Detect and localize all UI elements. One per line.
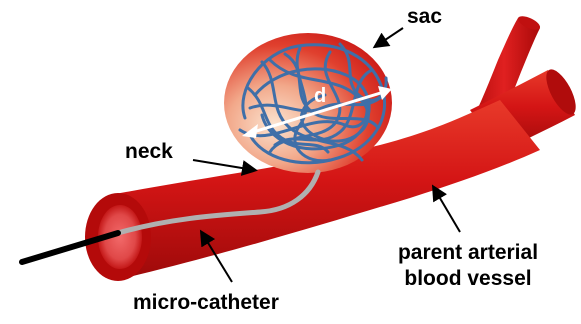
parent-vessel-label-line2: blood vessel — [368, 266, 568, 292]
diameter-label: d — [314, 86, 326, 106]
micro-catheter-label: micro-catheter — [133, 292, 279, 313]
neck-label: neck — [125, 141, 173, 162]
parent-vessel-label-line1: parent arterial — [368, 240, 568, 266]
sac-label: sac — [407, 6, 442, 27]
neck-pointer-arrow — [193, 160, 254, 170]
parent-vessel-label: parent arterial blood vessel — [368, 240, 568, 293]
vessel-pointer-arrow — [434, 188, 460, 232]
sac-pointer-arrow — [376, 28, 403, 46]
